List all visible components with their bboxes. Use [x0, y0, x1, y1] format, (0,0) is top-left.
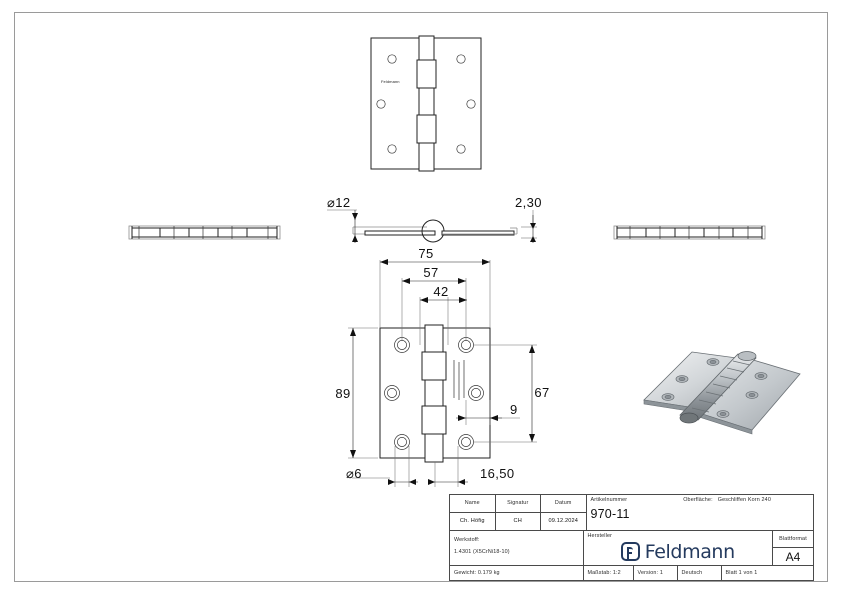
tb-manufacturer-cell: Hersteller Feldmann — [584, 531, 773, 565]
feldmann-wordmark: Feldmann — [644, 540, 735, 563]
title-block: Name Ch. Höfig Signatur CH Datum 09.12.2… — [449, 494, 814, 581]
dim-knuckle-offset: 16,50 — [480, 466, 515, 481]
section-view: ⌀12 2,30 — [305, 185, 555, 247]
tb-scale: Maßstab: 1:2 — [584, 566, 634, 580]
tb-article-cell: Artikelnummer Oberfläche: Geschliffen Ko… — [587, 495, 814, 530]
tb-surface-label: Oberfläche: — [683, 497, 713, 503]
tb-material-cell: Werkstoff: 1.4301 (X5CrNi18-10) — [450, 531, 584, 565]
sheet-border — [14, 12, 828, 582]
tb-weight: Gewicht: 0.179 kg — [450, 566, 584, 580]
title-block-row-3: Gewicht: 0.179 kg Maßstab: 1:2 Version: … — [450, 566, 813, 580]
dim-hole-span-inner: 42 — [433, 284, 448, 299]
tb-date-header: Datum — [541, 495, 586, 513]
dim-leaf-thickness: 2,30 — [515, 195, 542, 210]
feldmann-logo: Feldmann — [588, 541, 769, 563]
tb-date-value: 09.12.2024 — [548, 518, 578, 525]
top-view-hinge: Feldmann — [370, 35, 482, 172]
title-block-row-1: Name Ch. Höfig Signatur CH Datum 09.12.2… — [450, 495, 813, 531]
tb-surface-value: Geschliffen Korn 240 — [717, 497, 771, 503]
title-block-row-2: Werkstoff: 1.4301 (X5CrNi18-10) Herstell… — [450, 531, 813, 566]
leaf-engraving: Feldmann — [381, 79, 400, 84]
tb-sheetformat-value: A4 — [785, 549, 801, 564]
tb-date-column: Datum 09.12.2024 — [541, 495, 587, 530]
tb-signature-value: CH — [513, 518, 522, 525]
tb-signature-header: Signatur — [495, 495, 540, 513]
tb-version: Version: 1 — [634, 566, 678, 580]
dim-hole-diameter: ⌀6 — [346, 466, 362, 481]
tb-signature-column: Signatur CH — [495, 495, 541, 530]
right-edge-view — [612, 222, 767, 244]
dim-hole-span-outer: 57 — [423, 265, 438, 280]
tb-material-label: Werkstoff: — [454, 537, 480, 543]
dim-overall-width: 75 — [418, 246, 433, 261]
tb-sheetformat-label: Blattformat — [773, 531, 813, 549]
tb-language: Deutsch — [678, 566, 722, 580]
tb-manufacturer-label: Hersteller — [587, 533, 613, 539]
tb-material-value: 1.4301 (X5CrNi18-10) — [454, 548, 510, 555]
tb-article-label: Artikelnummer — [590, 497, 628, 503]
tb-name-value: Ch. Höfig — [459, 518, 485, 525]
tb-name-column: Name Ch. Höfig — [450, 495, 496, 530]
tb-name-header: Name — [450, 495, 495, 513]
feldmann-f-icon — [620, 542, 640, 562]
left-edge-view — [127, 222, 282, 244]
front-view-hinge: 75 57 42 89 — [330, 246, 560, 495]
dim-overall-height: 89 — [335, 386, 350, 401]
tb-sheet-count: Blatt 1 von 1 — [725, 569, 758, 576]
isometric-render — [634, 334, 806, 446]
dim-edge-offset: 9 — [510, 402, 518, 417]
tb-article-number: 970-11 — [590, 506, 630, 521]
dim-pin-diameter: ⌀12 — [327, 195, 351, 210]
tb-sheetformat-column: Blattformat A4 — [773, 531, 813, 565]
dim-hole-height-span: 67 — [534, 385, 549, 400]
